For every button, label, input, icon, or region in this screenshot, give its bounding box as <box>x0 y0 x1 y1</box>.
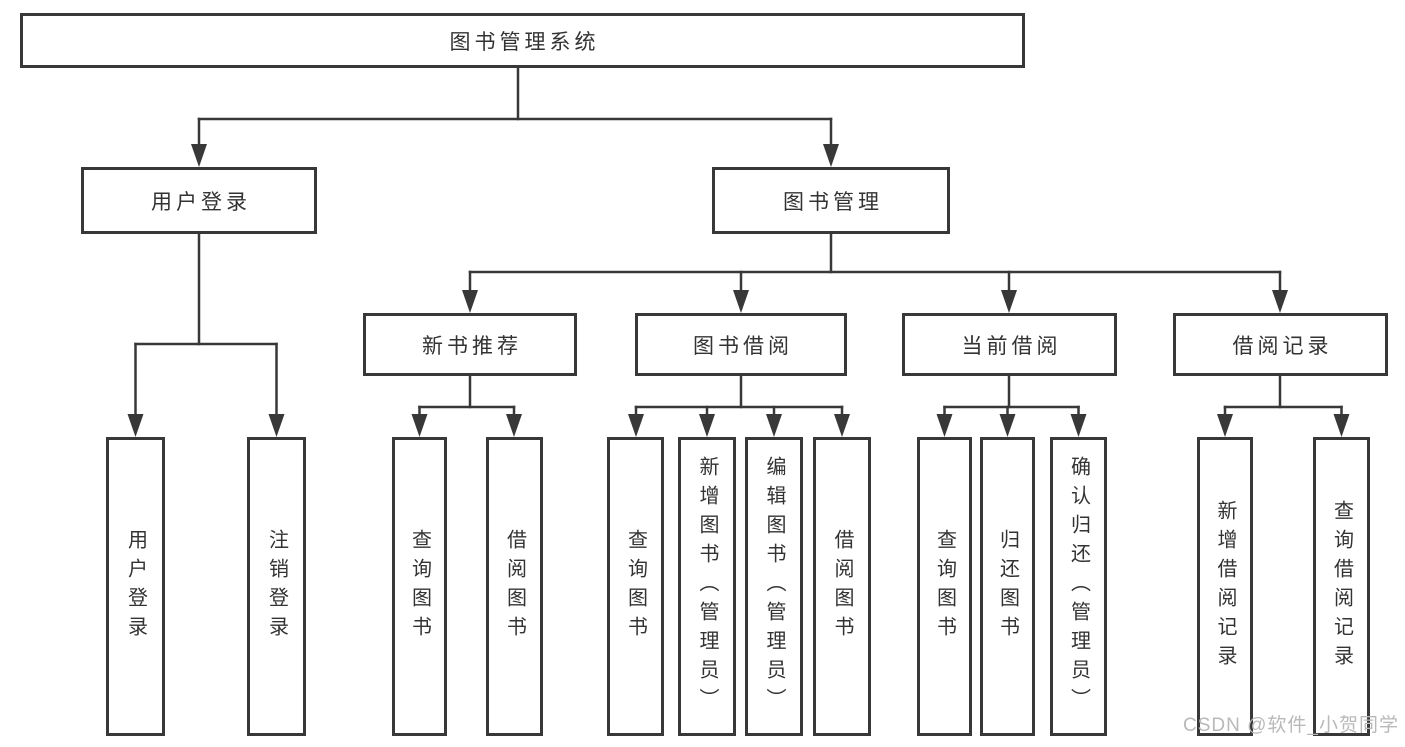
leaf-query-books-recommend: 查询图书 <box>392 437 447 736</box>
leaf-user-login: 用户登录 <box>106 437 165 736</box>
leaf-borrow-books: 借阅图书 <box>813 437 871 736</box>
leaf-query-books-borrow: 查询图书 <box>607 437 664 736</box>
leaf-confirm-return-admin: 确认归还（管理员） <box>1050 437 1107 736</box>
node-user-login: 用户登录 <box>81 167 317 234</box>
leaf-label: 查询图书 <box>624 528 647 645</box>
node-book-management: 图书管理 <box>712 167 950 234</box>
leaf-return-books: 归还图书 <box>980 437 1035 736</box>
watermark: CSDN @软件_小贺同学 <box>1183 715 1399 736</box>
node-label: 图书管理 <box>783 190 883 214</box>
leaf-label: 归还图书 <box>996 528 1019 645</box>
leaf-label: 借阅图书 <box>503 528 526 645</box>
leaf-label: 新增图书（管理员） <box>696 456 718 717</box>
node-current-borrow: 当前借阅 <box>902 313 1117 376</box>
node-new-book-recommend: 新书推荐 <box>363 313 577 376</box>
leaf-label: 查询图书 <box>408 528 431 645</box>
leaf-add-books-admin: 新增图书（管理员） <box>678 437 736 736</box>
leaf-logout-login: 注销登录 <box>247 437 306 736</box>
leaf-add-borrow-record: 新增借阅记录 <box>1197 437 1253 736</box>
node-label: 当前借阅 <box>961 334 1062 358</box>
leaf-label: 确认归还（管理员） <box>1067 456 1090 717</box>
node-borrow-record: 借阅记录 <box>1173 313 1388 376</box>
leaf-label: 新增借阅记录 <box>1214 499 1236 674</box>
leaf-edit-books-admin: 编辑图书（管理员） <box>745 437 803 736</box>
leaf-query-books-current: 查询图书 <box>917 437 972 736</box>
leaf-label: 查询图书 <box>933 528 956 645</box>
arrowhead-group <box>127 144 1350 437</box>
leaf-label: 借阅图书 <box>831 528 853 645</box>
leaf-borrow-books-recommend: 借阅图书 <box>486 437 543 736</box>
node-label: 图书借阅 <box>693 334 793 358</box>
node-label: 借阅记录 <box>1232 334 1333 358</box>
node-label: 新书推荐 <box>422 334 522 358</box>
node-library-system: 图书管理系统 <box>20 13 1025 68</box>
leaf-label: 查询借阅记录 <box>1330 499 1353 674</box>
leaf-query-borrow-record: 查询借阅记录 <box>1313 437 1370 736</box>
node-label: 图书管理系统 <box>449 30 600 54</box>
leaf-label: 注销登录 <box>265 528 288 645</box>
leaf-label: 编辑图书（管理员） <box>763 456 785 717</box>
leaf-label: 用户登录 <box>124 528 147 645</box>
node-label: 用户登录 <box>151 190 251 214</box>
node-book-borrow: 图书借阅 <box>635 313 847 376</box>
